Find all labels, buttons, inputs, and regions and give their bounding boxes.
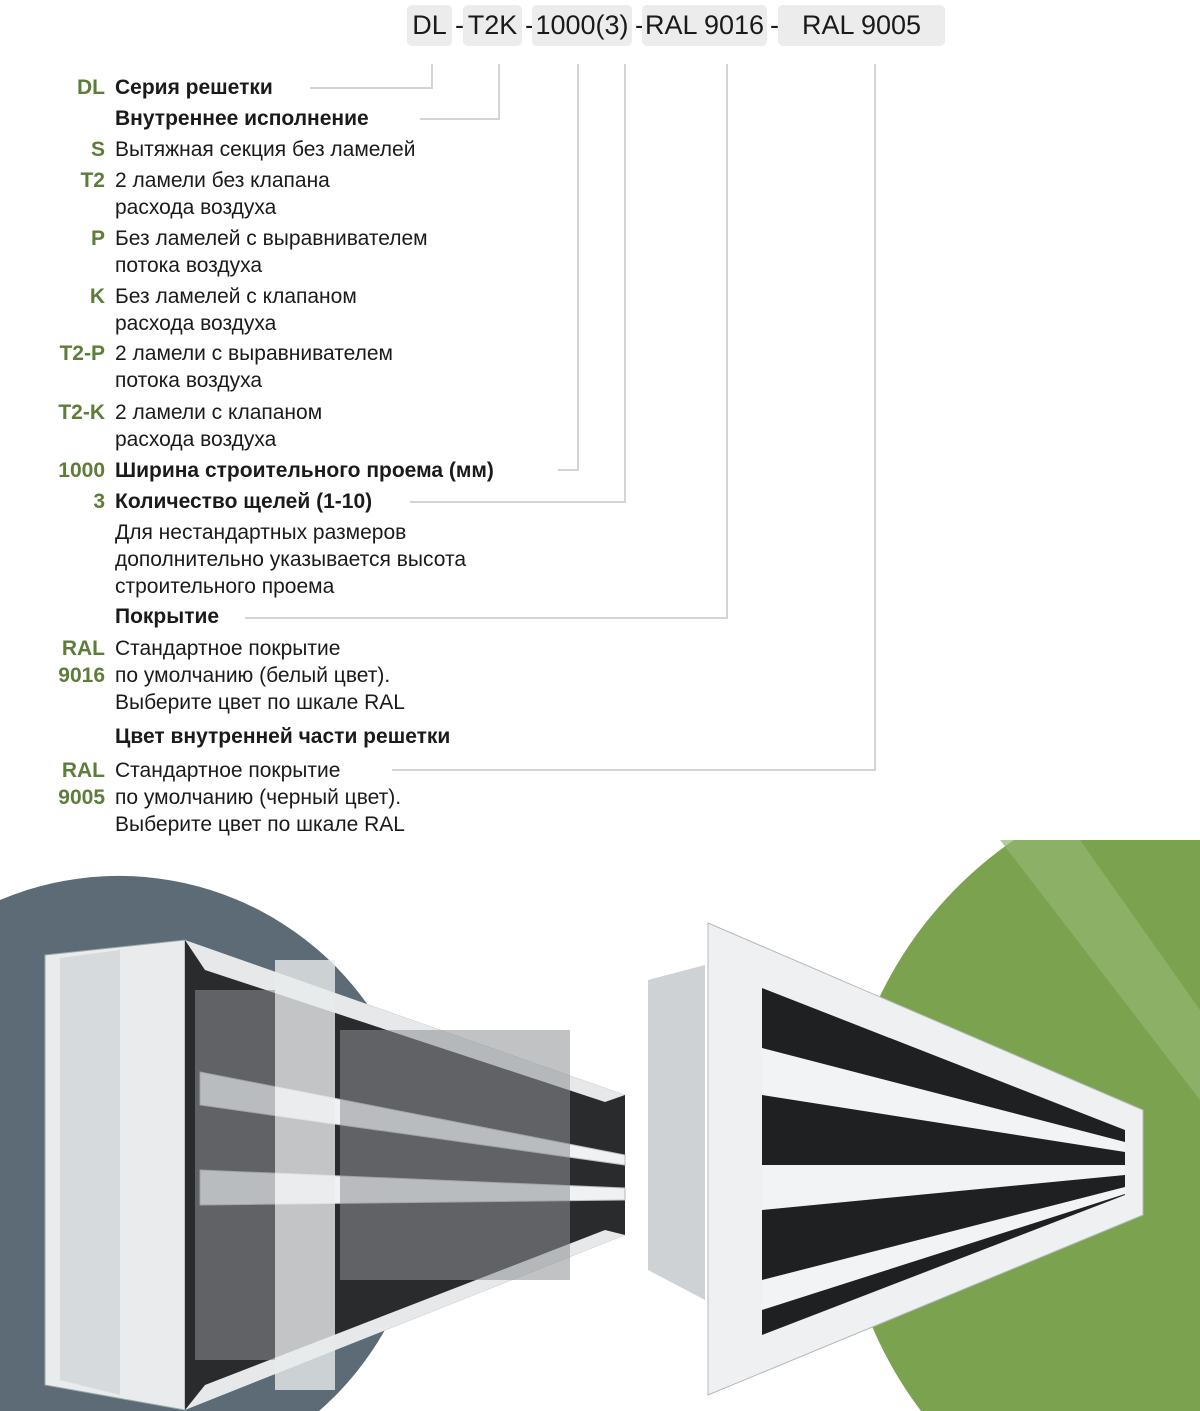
legend-code-part: RAL [61,759,105,782]
legend-description: Внутреннее исполнение [115,105,369,132]
legend-description: 2 ламели с выравнивателем потока воздуха [115,340,393,394]
product-photos [0,840,1200,1411]
legend-line: дополнительно указывается высота [115,548,467,571]
code-size: 1000(3) [532,5,632,46]
legend-description: Ширина строительного проема (мм) [115,457,494,484]
connector-line [726,64,728,619]
legend-line: Выберите цвет по шкале RAL [115,813,405,836]
code-series: DL [407,5,452,46]
legend-description: Стандартное покрытие по умолчанию (белый … [115,635,405,716]
legend-line: расхода воздуха [115,428,277,451]
legend-description: Покрытие [115,603,219,630]
connector-line [310,87,433,89]
legend-description: Стандартное покрытие по умолчанию (черный… [115,757,405,838]
code-inner-color: RAL 9005 [778,5,945,46]
legend-description: Без ламелей с выравнивателем потока возду… [115,225,428,279]
legend-description: 2 ламели с клапаном расхода воздуха [115,399,322,453]
legend-description: Без ламелей с клапаном расхода воздуха [115,283,357,337]
connector-line [410,501,626,503]
legend-line: потока воздуха [115,254,263,277]
code-coating: RAL 9016 [642,5,767,46]
green-stripe-decoration [1000,840,1200,1100]
code-separator: - [635,10,644,40]
connector-line [874,64,876,771]
connector-line [420,118,500,120]
legend-description: Количество щелей (1-10) [115,488,372,515]
legend-line: Покрытие [115,605,220,628]
legend-line: потока воздуха [115,369,263,392]
legend-line: 2 ламели с клапаном [115,401,323,424]
legend-line: Стандартное покрытие [115,759,341,782]
legend-line: расхода воздуха [115,312,277,335]
legend-line: Серия решетки [115,76,273,99]
legend-code: RAL 9016 [58,635,105,689]
legend-line: Без ламелей с клапаном [115,285,357,308]
legend-line: Внутреннее исполнение [115,107,369,130]
code-separator: - [455,10,464,40]
legend-description: 2 ламели без клапана расхода воздуха [115,167,330,221]
legend-line: по умолчанию (черный цвет). [115,786,402,809]
legend-line: по умолчанию (белый цвет). [115,664,391,687]
legend-line: Без ламелей с выравнивателем [115,227,428,250]
connector-line [245,617,728,619]
legend-line: Стандартное покрытие [115,637,341,660]
connector-line [392,769,876,771]
legend-code: RAL 9005 [58,757,105,811]
legend-line: 2 ламели с выравнивателем [115,342,393,365]
connector-line [577,64,579,471]
code-separator: - [525,10,534,40]
legend-code: S [91,136,105,163]
legend-description: Цвет внутренней части решетки [115,723,450,750]
legend-code: DL [77,74,105,101]
grille-photo-front-view [648,922,1144,1396]
connector-line [558,469,579,471]
legend-line: строительного проема [115,575,335,598]
legend-code-part: 9016 [58,664,105,687]
legend-code: 1000 [58,457,105,484]
legend-code-part: RAL [61,637,105,660]
legend-line: Цвет внутренней части решетки [115,725,451,748]
legend-code-part: K [89,285,105,308]
legend-description: Для нестандартных размеров дополнительно … [115,519,466,600]
legend-code: 3 [93,488,105,515]
legend-code-part: 9005 [58,786,105,809]
legend-code-part: DL [77,76,105,99]
legend-code-part: T2 [80,169,105,192]
legend-code-part: 1000 [58,459,105,482]
legend-code: T2-K [58,399,105,426]
legend-line: Количество щелей (1-10) [115,490,373,513]
code-execution: T2K [463,5,522,46]
code-separator: - [770,10,779,40]
legend-line: Для нестандартных размеров [115,521,407,544]
legend-description: Серия решетки [115,74,273,101]
legend-code: P [91,225,105,252]
connector-line [498,64,500,120]
legend-line: Вытяжная секция без ламелей [115,138,416,161]
legend-code-part: S [90,138,105,161]
legend-code: K [90,283,105,310]
grille-photo-side-view [44,939,626,1411]
legend-line: Ширина строительного проема (мм) [115,459,494,482]
legend-line: Выберите цвет по шкале RAL [115,691,405,714]
legend-code: T2-P [59,340,105,367]
legend-line: расхода воздуха [115,196,277,219]
legend-code-part: T2-K [58,401,105,424]
connector-line [624,64,626,503]
legend-description: Вытяжная секция без ламелей [115,136,415,163]
legend-code-part: T2-P [59,342,105,365]
legend-line: 2 ламели без клапана [115,169,330,192]
legend-code: T2 [80,167,105,194]
connector-line [431,64,433,89]
legend-code-part: 3 [93,490,105,513]
legend-code-part: P [90,227,105,250]
